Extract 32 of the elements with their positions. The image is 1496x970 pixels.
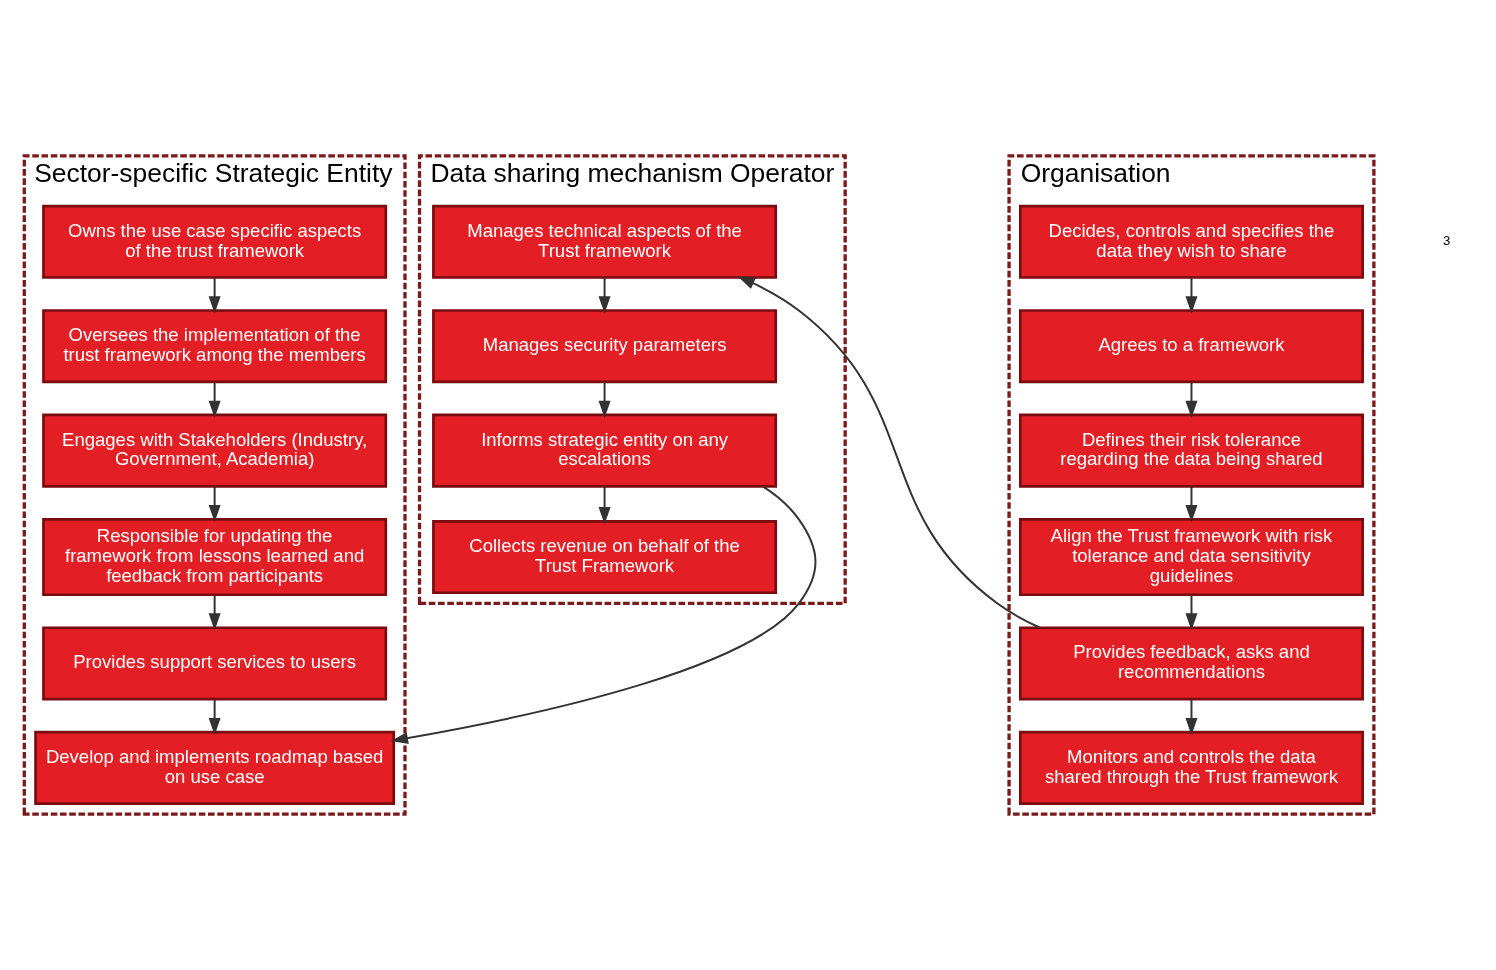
- arrow: [598, 381, 611, 418]
- node-box: Engages with Stakeholders (Industry, Government, Academia): [42, 413, 388, 488]
- node-box: Monitors and controls the data shared through the Trust framework: [1018, 730, 1364, 805]
- label: 3: [1442, 233, 1451, 249]
- arrow: [1185, 381, 1198, 418]
- arrow: [598, 485, 611, 525]
- arrow: [208, 485, 221, 523]
- node-box: Oversees the implementation of the trust framework among the members: [42, 309, 388, 384]
- node-box: Provides feedback, asks and recommendations: [1018, 626, 1364, 701]
- node-box: Provides support services to users: [42, 626, 388, 701]
- arrow: [1185, 485, 1198, 523]
- node-box: Responsible for updating the framework from lessons learned and feedback from participants: [42, 518, 388, 597]
- arrow: [208, 698, 221, 736]
- arrow: [390, 485, 817, 745]
- node-box: Informs strategic entity on any escalations: [432, 413, 778, 488]
- node-box: Develop and implements roadmap based on use case: [34, 730, 396, 805]
- node-box: Collects revenue on behalf of the Trust Framework: [432, 520, 778, 595]
- arrow: [208, 594, 221, 631]
- arrow: [1185, 698, 1198, 736]
- node-box: Manages technical aspects of the Trust framework: [432, 204, 778, 279]
- node-box: Align the Trust framework with risk tolerance and data sensitivity guidelines: [1018, 518, 1364, 597]
- arrow: [1185, 594, 1198, 631]
- node-box: Decides, controls and specifies the data they wish to share: [1018, 204, 1364, 279]
- arrow: [208, 381, 221, 418]
- arrow: [1185, 276, 1198, 314]
- arrow: [208, 276, 221, 314]
- node-box: Agrees to a framework: [1018, 309, 1364, 384]
- node-box: Manages security parameters: [432, 309, 778, 384]
- node-box: Owns the use case specific aspects of the trust framework: [42, 204, 388, 279]
- arrow: [737, 276, 1042, 629]
- node-box: Defines their risk tolerance regarding the data being shared: [1018, 413, 1364, 488]
- arrow: [598, 276, 611, 314]
